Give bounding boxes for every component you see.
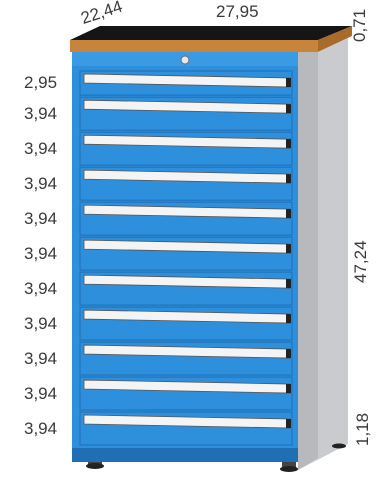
drawer-handle-end xyxy=(286,244,291,254)
drawer-handle-end xyxy=(286,384,291,394)
cabinet-foot-back-base xyxy=(332,443,346,449)
lock-icon xyxy=(180,55,190,65)
drawer-handle-end xyxy=(286,314,291,324)
cabinet-plinth xyxy=(72,448,298,462)
drawer-handle-end xyxy=(286,104,291,114)
drawer-height-label: 3,94 xyxy=(24,348,58,368)
drawer-height-label: 3,94 xyxy=(24,208,58,228)
cabinet-foot-right xyxy=(282,462,296,468)
drawer-handle-end xyxy=(286,419,291,429)
drawer-handle-end xyxy=(286,209,291,219)
total-height-label: 47,24 xyxy=(351,240,370,283)
plinth-height-label: 1,18 xyxy=(353,412,372,446)
worktop-top-surface xyxy=(70,26,352,40)
drawer-height-label: 3,94 xyxy=(24,383,58,403)
drawers xyxy=(79,70,293,446)
cabinet-foot-right-base xyxy=(280,466,298,472)
worktop-front-edge xyxy=(70,40,318,52)
worktop-side-edge xyxy=(318,26,352,52)
cabinet-side-shade xyxy=(298,52,318,470)
drawer-handle-end xyxy=(286,139,291,149)
drawer-height-label: 3,94 xyxy=(24,313,58,333)
worktop-thickness-label: 0,71 xyxy=(350,8,369,42)
drawer-height-label: 3,94 xyxy=(24,103,58,123)
worktop-width-label: 27,95 xyxy=(216,2,259,21)
drawer-height-label: 3,94 xyxy=(24,278,58,298)
drawer-handle-end xyxy=(286,174,291,184)
drawer-height-label: 3,94 xyxy=(24,138,58,158)
drawer-height-label: 2,95 xyxy=(24,73,58,93)
drawer-handle-end xyxy=(286,279,291,289)
drawer-handle-end xyxy=(286,349,291,359)
drawer-height-label: 3,94 xyxy=(24,173,58,193)
drawer-handle-end xyxy=(286,78,291,87)
cabinet-foot-left-base xyxy=(86,463,104,469)
drawer-height-label: 3,94 xyxy=(24,243,58,263)
drawer-height-label: 3,94 xyxy=(24,418,58,438)
